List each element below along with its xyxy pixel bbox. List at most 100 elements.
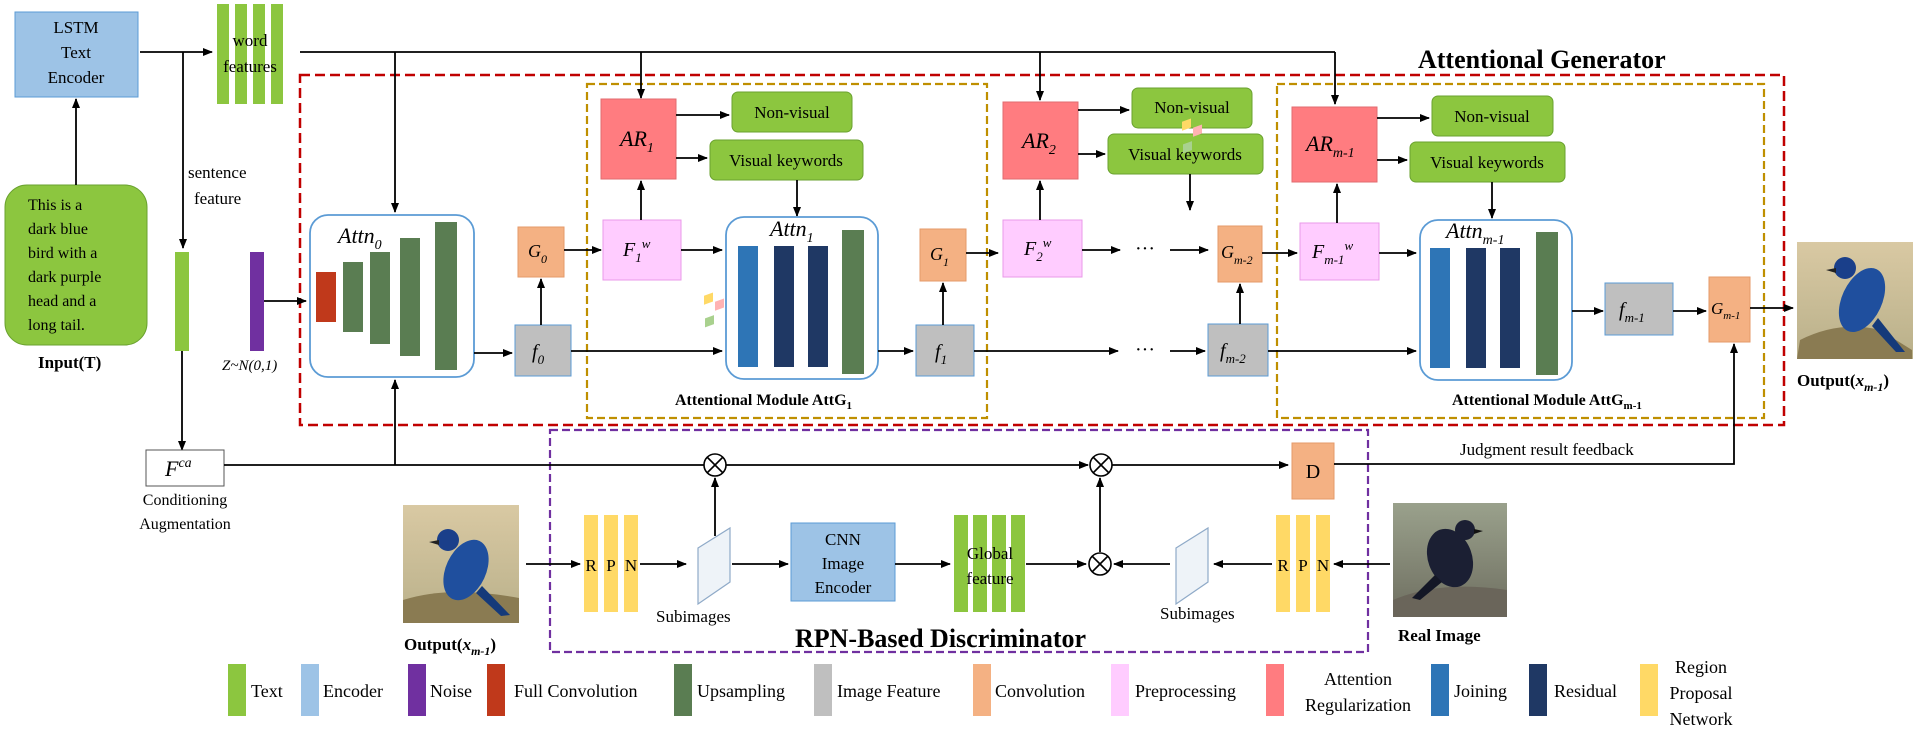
non-visual-box-2 <box>1131 87 1253 129</box>
fm1-box <box>1604 282 1674 336</box>
legend-swatch-residual <box>1529 664 1547 716</box>
word-features-block: word features <box>217 4 283 104</box>
f0-box <box>514 324 572 377</box>
subimages-label-right: Subimages <box>1160 604 1235 623</box>
joining-bar <box>738 246 758 367</box>
non-visual-label: Non-visual <box>1154 98 1230 117</box>
gm1-box <box>1708 276 1751 343</box>
fm1w-box <box>1299 222 1380 281</box>
legend-label-text: Text <box>251 681 283 701</box>
joining-bar <box>1430 248 1450 368</box>
legend-label-attention-regularization: Attention <box>1324 669 1392 689</box>
cnn-image-encoder <box>790 522 896 602</box>
attention-module-m1-region <box>1275 82 1766 420</box>
legend-label-rpn: Region <box>1675 657 1727 677</box>
legend-swatch-upsampling <box>674 664 692 716</box>
rpn-letter: N <box>625 556 637 575</box>
input-line: This is a <box>28 197 82 214</box>
attn1-block <box>725 216 879 380</box>
sentence-feature-label-2: feature <box>194 189 241 208</box>
legend-swatch-image-feature <box>814 664 832 716</box>
generator-title: Attentional Generator <box>1418 45 1666 74</box>
f1w-box <box>602 219 682 281</box>
attn0-block <box>309 214 475 378</box>
visual-keywords-label: Visual keywords <box>1430 153 1544 172</box>
upsample-bar <box>842 230 864 374</box>
residual-bar <box>1466 248 1486 368</box>
legend-swatch-preprocessing <box>1111 664 1129 716</box>
g0-box <box>517 226 565 278</box>
rpn-letter: P <box>1298 556 1307 575</box>
input-line: head and a <box>28 293 96 310</box>
ar2-box <box>1002 101 1079 180</box>
conditioning-label-2: Augmentation <box>139 516 231 533</box>
rpn-letter: R <box>585 556 597 575</box>
attention-module-1-region <box>585 82 989 420</box>
visual-keywords-box-3 <box>1409 141 1566 183</box>
output-label-bottom: Output(xm-1) <box>404 635 496 658</box>
input-line: bird with a <box>28 245 97 262</box>
judgment-label: Judgment result feedback <box>1460 440 1634 459</box>
non-visual-box-1 <box>731 91 853 133</box>
real-image-label: Real Image <box>1398 626 1481 645</box>
legend-label-rpn: Proposal <box>1670 683 1733 703</box>
legend-label-noise: Noise <box>430 681 472 701</box>
legend-label-residual: Residual <box>1554 681 1617 701</box>
sentence-feature-vector <box>175 252 189 351</box>
ar1-box <box>600 98 677 180</box>
legend-label-rpn: Network <box>1670 709 1733 729</box>
d-box <box>1291 442 1335 500</box>
legend-label-full-convolution: Full Convolution <box>514 681 638 701</box>
word-features-label-2: features <box>223 57 277 76</box>
legend: Text Encoder Noise Full Convolution Upsa… <box>228 657 1733 729</box>
input-text-lines: This is a dark blue bird with a dark pur… <box>28 197 101 334</box>
attnm1-block <box>1419 219 1573 381</box>
noise-vector <box>250 252 264 351</box>
multiply-symbol-bottom <box>1088 552 1112 576</box>
upsample-bar <box>1536 232 1558 375</box>
lstm-label-2: Text <box>61 43 91 62</box>
visual-keywords-box-2 <box>1107 133 1264 175</box>
residual-bar <box>774 246 794 367</box>
subimages-left <box>697 292 731 606</box>
residual-bar <box>808 246 828 367</box>
word-features-label-1: word <box>233 31 268 50</box>
f2w-box <box>1002 219 1083 278</box>
visual-keywords-box-1 <box>709 139 864 181</box>
global-feature-label-1: Global <box>967 544 1014 563</box>
module1-label: Attentional Module AttG1 <box>675 392 852 412</box>
legend-label-upsampling: Upsampling <box>697 681 785 701</box>
legend-swatch-noise <box>408 664 426 716</box>
residual-bar <box>1500 248 1520 368</box>
upsample-bar <box>343 262 363 332</box>
legend-label-image-feature: Image Feature <box>837 681 940 701</box>
f1-box <box>915 324 975 377</box>
legend-label-encoder: Encoder <box>323 681 383 701</box>
cnn-label-3: Encoder <box>815 578 872 597</box>
upsample-bar <box>370 252 390 344</box>
lstm-label-3: Encoder <box>48 68 105 87</box>
lstm-text-encoder <box>14 11 139 98</box>
legend-label-attention-regularization: Regularization <box>1305 695 1411 715</box>
non-visual-box-3 <box>1431 95 1554 137</box>
legend-swatch-joining <box>1431 664 1449 716</box>
discriminator-region <box>548 428 1370 654</box>
full-conv-bar <box>316 272 336 322</box>
legend-label-joining: Joining <box>1454 681 1507 701</box>
lstm-label-1: LSTM <box>53 18 98 37</box>
multiply-symbol-top-1 <box>703 453 727 477</box>
real-image <box>1393 503 1507 617</box>
cnn-label-2: Image <box>822 554 864 573</box>
arm1-box <box>1291 106 1378 183</box>
multiply-symbol-top-2 <box>1089 453 1113 477</box>
legend-swatch-full-convolution <box>487 664 505 716</box>
rpn-letter: R <box>1277 556 1289 575</box>
cnn-label-1: CNN <box>825 530 861 549</box>
fca-box <box>145 449 225 487</box>
legend-swatch-encoder <box>301 664 319 716</box>
generated-bird-image <box>403 505 519 623</box>
legend-label-preprocessing: Preprocessing <box>1135 681 1236 701</box>
module2-label: Attentional Module AttGm-1 <box>1452 392 1642 412</box>
gm2-box <box>1217 225 1263 283</box>
